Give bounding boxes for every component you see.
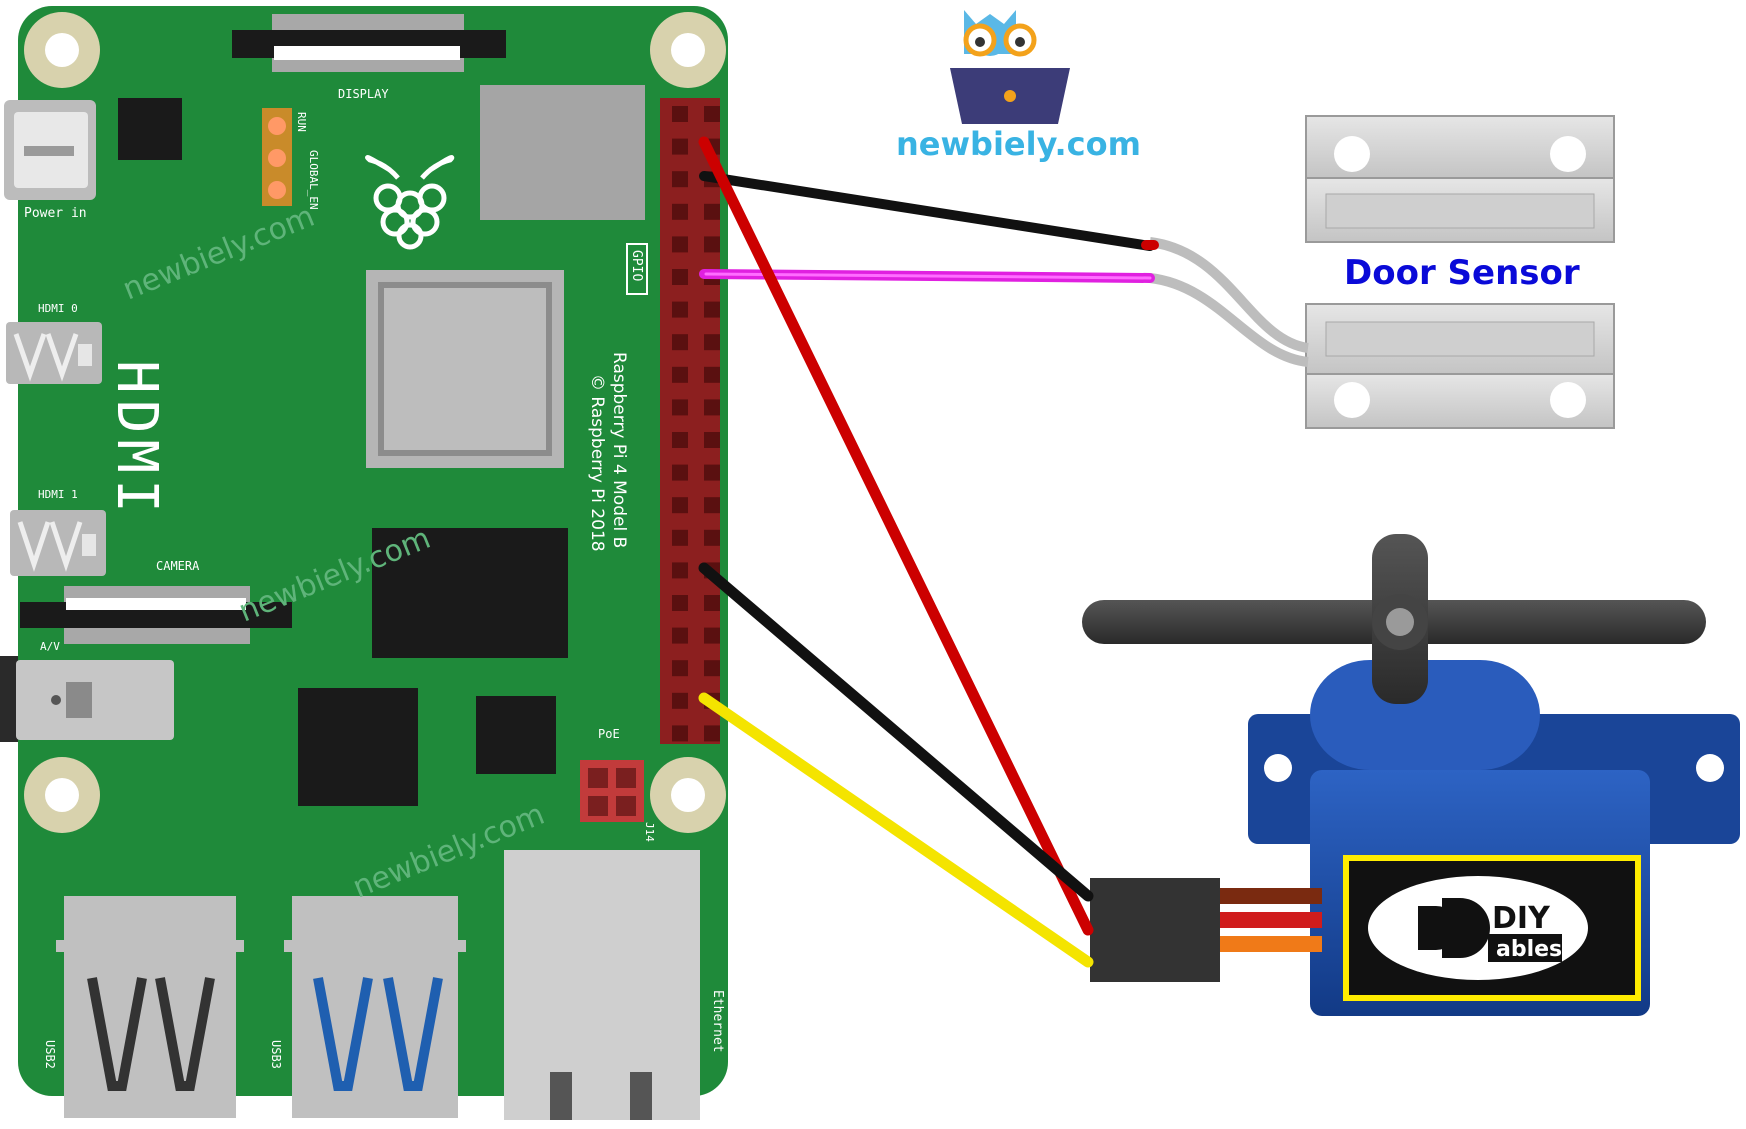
wire-red-servo	[698, 136, 1094, 936]
gpio-pin	[672, 399, 688, 416]
servo-connector	[1090, 878, 1220, 982]
gpio-pin	[672, 334, 688, 351]
brand-site-text: newbiely.com	[896, 125, 1141, 163]
gpio-pin	[672, 106, 688, 122]
hdmi-big-label: HDMI	[104, 360, 169, 519]
gpio-pin	[672, 366, 688, 383]
gpio-pin	[704, 106, 720, 122]
poe-header	[580, 760, 644, 822]
j14-label: J14	[643, 822, 656, 842]
gpio-pin	[672, 595, 688, 611]
door-sensor-switch	[1305, 303, 1615, 429]
ethernet-label: Ethernet	[710, 990, 725, 1053]
gpio-pin	[672, 660, 688, 677]
wires	[698, 136, 1159, 968]
camera-connector	[20, 586, 292, 644]
raspberry-logo-icon	[365, 155, 455, 250]
gpio-pin	[672, 236, 688, 253]
model-line2: © Raspberry Pi 2018	[587, 374, 607, 552]
usb3-label: USB3	[269, 1040, 283, 1069]
usb2-label: USB2	[43, 1040, 57, 1069]
servo-logo-ables: ables	[1496, 937, 1562, 962]
servo-horn	[1082, 534, 1706, 704]
servo-cable	[1218, 888, 1322, 952]
gpio-pin	[672, 301, 688, 318]
gpio-pin	[704, 366, 720, 383]
display-connector	[232, 14, 506, 72]
gpio-pin	[672, 725, 688, 742]
gpio-pin	[672, 497, 688, 514]
raspberry-pi-board: DISPLAY Power in RUN GLOBAL_EN	[0, 6, 728, 1120]
mounting-holes	[24, 12, 726, 833]
gpio-pin	[704, 595, 720, 611]
gpio-pin	[704, 203, 720, 220]
wire-black-servo	[698, 562, 1094, 902]
usb-controller-chip	[372, 528, 568, 658]
power-label: Power in	[24, 206, 87, 221]
door-sensor	[1149, 115, 1615, 429]
gpio-pin	[704, 464, 720, 481]
gpio-header	[660, 98, 720, 744]
ethernet-port	[504, 850, 700, 1120]
gpio-pin	[672, 269, 688, 285]
gpio-pin	[704, 399, 720, 416]
run-label: RUN	[295, 112, 308, 132]
wire-magenta-sensor	[699, 269, 1155, 283]
gpio-pin	[704, 334, 720, 351]
wire-black-sensor	[699, 171, 1159, 251]
camera-label: CAMERA	[156, 559, 200, 573]
gpio-pin	[704, 725, 720, 742]
ethernet-chip	[476, 696, 556, 774]
model-line1: Raspberry Pi 4 Model B	[609, 352, 629, 548]
gpio-pin	[672, 529, 688, 546]
gpio-header-base	[660, 98, 720, 744]
newbiely-owl-logo-icon	[950, 10, 1070, 124]
door-sensor-label: Door Sensor	[1344, 253, 1580, 293]
led-header	[262, 108, 292, 206]
hdmi1-port	[10, 510, 106, 576]
gpio-pin	[704, 497, 720, 514]
ic-small	[118, 98, 182, 160]
door-sensor-magnet	[1305, 115, 1615, 243]
usb2-port	[56, 896, 244, 1118]
gpio-pin	[672, 432, 688, 448]
wire-yellow-servo	[698, 692, 1094, 968]
gpio-pin	[704, 627, 720, 644]
usb3-port	[284, 896, 466, 1118]
gpio-pin	[672, 138, 688, 155]
gpio-pin	[672, 464, 688, 481]
diyables-logo-icon	[1418, 898, 1562, 962]
door-sensor-leads	[1149, 237, 1309, 367]
gpio-label-box	[626, 243, 648, 295]
gpio-pin	[704, 236, 720, 253]
memory-chip	[480, 85, 645, 220]
display-label: DISPLAY	[338, 87, 389, 101]
power-port	[4, 100, 96, 200]
gpio-pin	[672, 627, 688, 644]
ram-chip	[298, 688, 418, 806]
av-jack	[0, 656, 174, 742]
global-en-label: GLOBAL_EN	[307, 150, 320, 210]
gpio-pin	[704, 660, 720, 677]
gpio-pin	[704, 432, 720, 448]
hdmi1-label: HDMI 1	[38, 488, 78, 501]
servo-motor: DIY ables	[1082, 534, 1740, 1016]
gpio-pin	[704, 529, 720, 546]
gpio-pin	[672, 692, 688, 709]
gpio-pin	[672, 562, 688, 579]
av-label: A/V	[40, 640, 60, 653]
hdmi0-port	[6, 322, 102, 384]
hdmi0-label: HDMI 0	[38, 302, 78, 315]
gpio-label: GPIO	[629, 250, 644, 281]
gpio-pin	[672, 203, 688, 220]
poe-label: PoE	[598, 727, 620, 741]
servo-logo-diy: DIY	[1492, 901, 1551, 936]
soc-chip	[366, 270, 564, 468]
gpio-pin	[672, 171, 688, 188]
gpio-pin	[704, 301, 720, 318]
